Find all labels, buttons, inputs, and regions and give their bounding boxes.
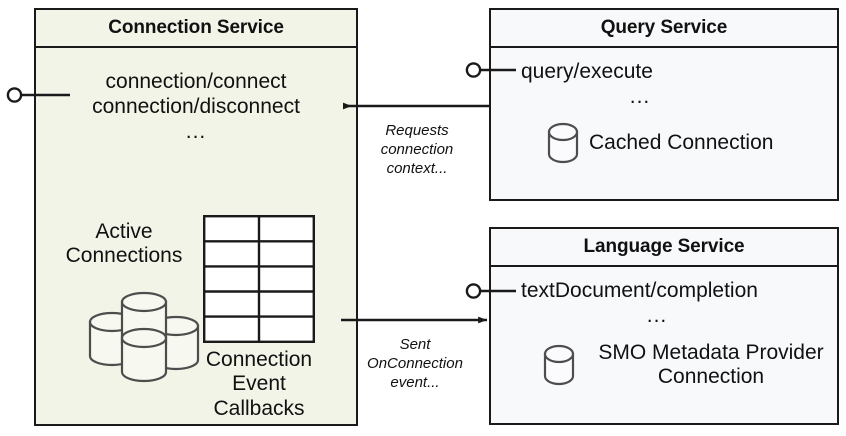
node-query-service[interactable]: Query Service query/execute ... Cached C… (489, 8, 839, 201)
language-service-body: textDocument/completion ... SMO Metadata… (491, 267, 837, 423)
active-connections-cylinder-cluster (88, 291, 200, 383)
operation-query-execute: query/execute (521, 60, 653, 83)
edge-label-line-2: OnConnection (367, 354, 463, 372)
operation-textdocument-completion: textDocument/completion (521, 279, 758, 302)
callbacks-label-line-1: Connection (205, 348, 313, 371)
edge-label-requests-connection-context: Requests connection context... (358, 122, 476, 178)
query-service-body: query/execute ... Cached Connection (491, 48, 837, 199)
active-connections-label-line-2: Connections (65, 244, 183, 268)
cached-connection-label: Cached Connection (589, 130, 774, 154)
cylinder-icon (120, 327, 168, 383)
query-service-operations-ellipsis: ... (629, 84, 651, 108)
cylinder-icon (543, 345, 575, 386)
smo-metadata-provider-label: SMO Metadata Provider Connection (585, 341, 837, 390)
connection-service-title: Connection Service (36, 10, 356, 48)
edge-label-line-1: Requests (385, 122, 449, 139)
connection-event-callbacks-table[interactable] (203, 215, 315, 343)
lollipop-circle-icon (6, 87, 23, 103)
connection-service-operations: connection/connect connection/disconnect… (36, 70, 356, 144)
active-connections-label-line-1: Active (95, 220, 153, 243)
active-connections-label: Active Connections (44, 220, 204, 269)
smo-label-line-1: SMO Metadata (598, 341, 740, 364)
callbacks-label-line-2: Event (232, 372, 286, 396)
language-service-operations-ellipsis: ... (646, 303, 668, 327)
edge-label-line-2: connection (380, 140, 454, 158)
edge-label-line-1: Sent (399, 336, 431, 353)
operation-connection-disconnect: connection/disconnect (92, 94, 300, 118)
callbacks-label-line-3: Callbacks (213, 396, 305, 420)
smo-metadata-provider-resource: SMO Metadata Provider Connection (543, 341, 837, 390)
language-service-title: Language Service (491, 229, 837, 267)
language-service-operations: textDocument/completion ... (491, 279, 837, 329)
query-service-operations: query/execute ... (491, 60, 837, 110)
node-language-service[interactable]: Language Service textDocument/completion… (489, 227, 839, 425)
query-service-title: Query Service (491, 10, 837, 48)
smo-label-line-2: Provider Connection (657, 341, 824, 389)
lollipop-circle-icon (465, 62, 482, 78)
lollipop-circle-icon (465, 283, 482, 299)
node-connection-service[interactable]: Connection Service connection/connect co… (34, 8, 358, 426)
cached-connection-resource: Cached Connection (547, 122, 773, 164)
edge-label-line-3: context... (386, 159, 448, 177)
connection-service-body: connection/connect connection/disconnect… (36, 48, 356, 424)
connection-event-callbacks-label: Connection Event Callbacks (183, 348, 335, 421)
cylinder-icon (547, 122, 579, 164)
edge-label-sent-onconnection-event: Sent OnConnection event... (350, 336, 480, 392)
connection-service-operations-ellipsis: ... (185, 119, 207, 143)
edge-label-line-3: event... (390, 373, 440, 391)
operation-connection-connect: connection/connect (105, 70, 287, 93)
